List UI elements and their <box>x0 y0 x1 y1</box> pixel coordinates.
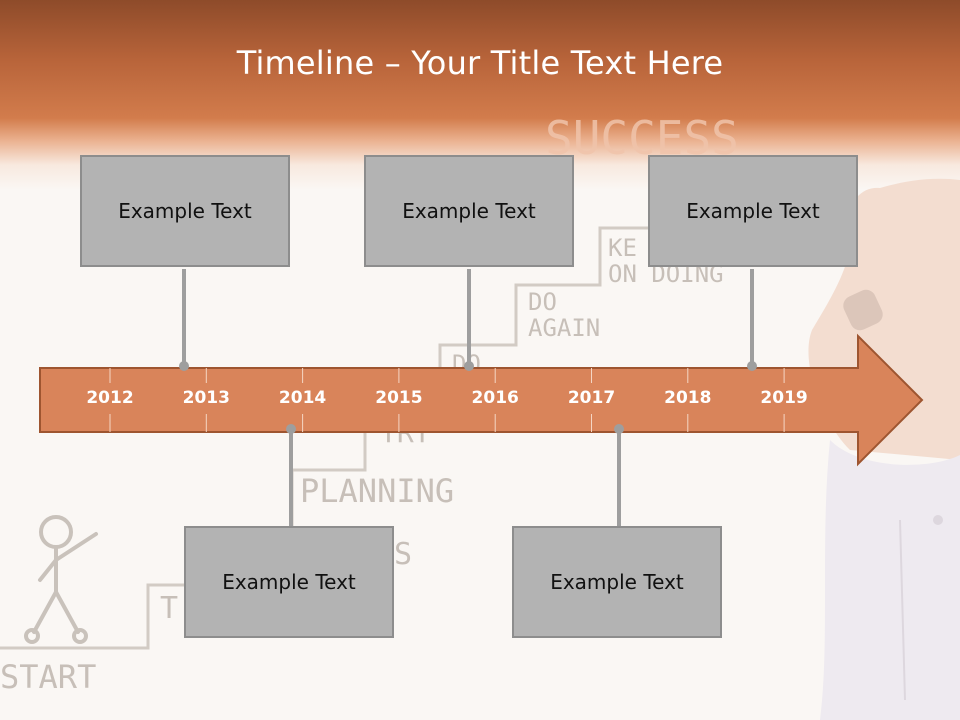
year-label: 2015 <box>375 388 422 408</box>
hand-with-marker-icon <box>808 178 960 720</box>
year-label: 2017 <box>568 388 615 408</box>
connectors <box>182 269 754 526</box>
callout-box-5: Example Text <box>512 526 722 638</box>
connector-dot <box>286 424 296 434</box>
year-label: 2013 <box>183 388 230 408</box>
connector-dot <box>464 361 474 371</box>
callout-text-2: Example Text <box>402 199 536 223</box>
connector-dot <box>179 361 189 371</box>
callout-box-3: Example Text <box>648 155 858 267</box>
year-label: 2019 <box>760 388 807 408</box>
callout-box-2: Example Text <box>364 155 574 267</box>
bg-word-t: T <box>160 591 178 626</box>
stick-figure-icon <box>24 515 98 644</box>
callout-text-1: Example Text <box>118 199 252 223</box>
year-ticks <box>109 368 785 432</box>
bg-word-start: START <box>0 658 96 696</box>
connector-dot <box>614 424 624 434</box>
bg-word-again: AGAIN <box>528 314 600 342</box>
callout-box-4: Example Text <box>184 526 394 638</box>
year-label: 2014 <box>279 388 326 408</box>
year-label: 2016 <box>472 388 519 408</box>
bg-word-planning: PLANNING <box>300 472 454 510</box>
slide-title: Timeline – Your Title Text Here <box>236 44 724 82</box>
bg-word-do: DO <box>528 288 557 316</box>
timeline-arrow <box>39 333 924 467</box>
year-label: 2012 <box>86 388 133 408</box>
connector-dot <box>747 361 757 371</box>
staircase-line <box>0 226 650 650</box>
callout-text-3: Example Text <box>686 199 820 223</box>
callout-text-5: Example Text <box>550 570 684 594</box>
callout-box-1: Example Text <box>80 155 290 267</box>
bg-word-ke: KE <box>608 234 637 262</box>
year-labels: 2012 2013 2014 2015 2016 2017 2018 2019 <box>86 388 807 408</box>
callout-text-4: Example Text <box>222 570 356 594</box>
year-label: 2018 <box>664 388 711 408</box>
connector-dots <box>179 361 757 434</box>
bg-word-s: S <box>394 537 412 572</box>
